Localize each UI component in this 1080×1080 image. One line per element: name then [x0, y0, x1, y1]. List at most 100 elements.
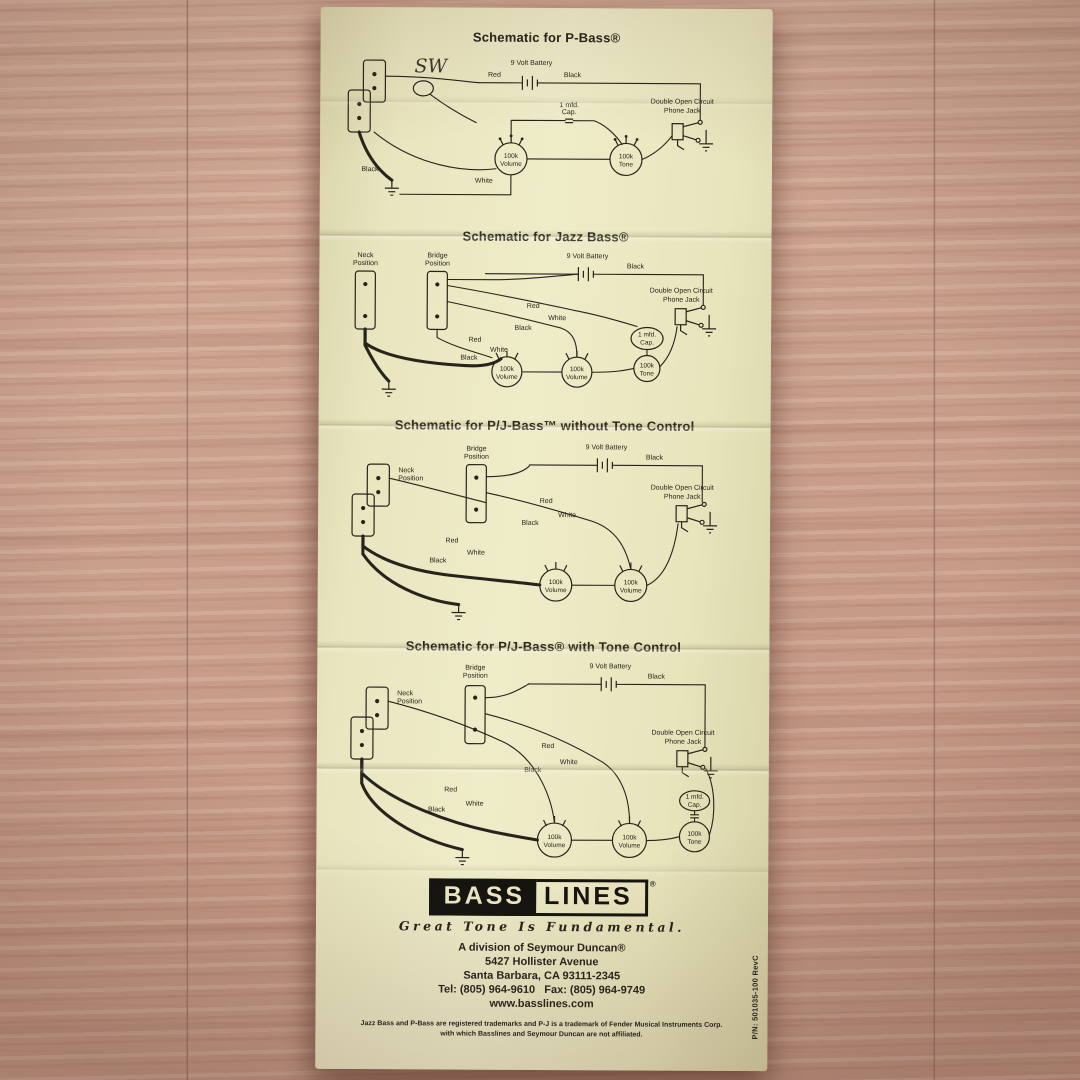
schematic-diagram-p-bass: SW 9 Volt Battery Red Black: [347, 55, 714, 196]
schematic-diagram-jazz-bass: Neck Position Bridge Position: [353, 252, 717, 397]
pot-label: Tone: [687, 839, 702, 846]
label-bridge: Bridge: [466, 446, 486, 453]
logo-lines-segment: LINES: [535, 878, 648, 917]
label-black: Black: [524, 767, 542, 774]
schematic-title: Schematic for Jazz Bass®: [462, 228, 629, 245]
pickup-p: [347, 59, 387, 133]
volume-pot-1: 100k Volume: [491, 350, 523, 388]
volume-pot-2: 100k Volume: [611, 816, 648, 859]
label-white: White: [560, 759, 578, 766]
pot-value: 100k: [687, 831, 702, 838]
address-line-website: www.basslines.com: [489, 997, 594, 1010]
section-pj-bass-with-tone: Schematic for P/J-Bass® with Tone Contro…: [322, 638, 763, 872]
label-black: Black: [428, 806, 446, 813]
volume-pot: 100k Volume: [494, 134, 528, 176]
instruction-sheet: Schematic for P-Bass® SW: [315, 6, 773, 1072]
pot-label: Volume: [619, 842, 641, 849]
pickup-p-neck: Neck Position: [351, 463, 423, 537]
label-white: White: [490, 347, 508, 354]
label-black: Black: [460, 355, 478, 362]
schematic-title: Schematic for P/J-Bass™ without Tone Con…: [394, 417, 695, 434]
ground-symbol: [451, 604, 466, 621]
ground-symbol: [703, 756, 718, 779]
label-white: White: [558, 512, 576, 519]
capacitor-symbol: 1 mfd. Cap.: [679, 790, 711, 823]
label-black: Black: [627, 263, 645, 270]
output-jack-symbol: [674, 304, 717, 337]
label-neck: Neck: [398, 467, 414, 474]
label-jack: Double Open Circuit: [651, 730, 714, 737]
volume-pot-1: 100k Volume: [539, 562, 573, 602]
handwritten-sw-text: SW: [414, 55, 448, 77]
schematic-diagram-pj-with-tone: Neck Position Bridge Position: [350, 663, 718, 866]
label-neck: Neck: [397, 690, 413, 697]
volume-pot-2: 100k Volume: [561, 351, 593, 388]
label-cap: Cap.: [688, 802, 702, 809]
label-black: Black: [515, 325, 533, 332]
label-neck: Neck: [357, 252, 373, 259]
wood-plank-seam: [186, 0, 189, 1080]
section-p-bass: Schematic for P-Bass® SW: [326, 29, 767, 218]
capacitor-symbol: 1 mfd. Cap.: [630, 326, 664, 357]
label-jack: Phone Jack: [664, 494, 701, 501]
output-jack-symbol: [671, 119, 714, 152]
label-cap: Cap.: [640, 340, 654, 347]
pot-value: 100k: [640, 362, 655, 369]
schematic-title: Schematic for P/J-Bass® with Tone Contro…: [405, 638, 682, 655]
label-white: White: [467, 550, 485, 557]
fineprint: Jazz Bass and P-Bass are registered trad…: [321, 1018, 761, 1040]
label-bridge: Position: [464, 454, 489, 461]
label-battery: 9 Volt Battery: [589, 663, 631, 670]
pot-value: 100k: [619, 153, 634, 160]
label-cap: 1 mfd.: [560, 102, 580, 109]
label-black: Black: [648, 674, 666, 681]
label-jack: Double Open Circuit: [650, 288, 713, 295]
volume-pot-1: 100k Volume: [536, 816, 573, 858]
label-red: Red: [541, 743, 554, 750]
label-bridge: Bridge: [465, 665, 485, 672]
label-black: Black: [361, 166, 379, 173]
pickup-bridge: Bridge Position: [464, 446, 489, 524]
pot-label: Volume: [545, 587, 567, 594]
pickup-bridge: Bridge Position: [425, 252, 450, 331]
pot-value: 100k: [504, 153, 519, 160]
pot-value: 100k: [500, 366, 515, 373]
label-black: Black: [646, 455, 664, 462]
label-red: Red: [488, 72, 501, 79]
label-bridge: Position: [463, 673, 488, 680]
section-jazz-bass: Schematic for Jazz Bass® Neck Position B…: [325, 228, 766, 409]
label-jack: Double Open Circuit: [651, 99, 714, 106]
label-neck: Position: [353, 260, 378, 267]
battery-symbol: 9 Volt Battery Black: [484, 253, 645, 282]
pot-value: 100k: [622, 834, 637, 841]
label-bridge: Bridge: [427, 252, 447, 259]
output-jack-symbol: [675, 501, 718, 534]
handwritten-sw-note: SW: [412, 55, 477, 124]
label-red: Red: [527, 303, 540, 310]
pot-label: Volume: [620, 587, 642, 594]
pot-value: 100k: [549, 579, 564, 586]
registered-mark: ®: [649, 879, 656, 889]
label-cap: 1 mfd.: [638, 331, 656, 338]
battery-symbol: 9 Volt Battery Black: [528, 444, 664, 473]
schematic-diagram-pj-no-tone: Neck Position Bridge Position: [351, 444, 718, 621]
label-white: White: [548, 315, 566, 322]
label-bridge: Position: [425, 260, 450, 267]
volume-pot-2: 100k Volume: [614, 562, 648, 603]
ground-symbol: [699, 129, 714, 152]
label-white: White: [466, 801, 484, 808]
output-jack-symbol: [676, 746, 718, 779]
label-battery: 9 Volt Battery: [586, 444, 628, 451]
label-jack: Phone Jack: [664, 108, 701, 115]
label-red: Red: [469, 337, 482, 344]
wires: [357, 75, 701, 196]
label-neck: Position: [397, 698, 422, 705]
ground-symbol: [703, 511, 718, 534]
pot-value: 100k: [570, 366, 585, 373]
label-neck: Position: [398, 475, 423, 482]
wires: [363, 273, 704, 383]
battery-symbol: 9 Volt Battery Black: [527, 663, 666, 692]
label-battery: 9 Volt Battery: [511, 60, 553, 67]
pickup-p-neck: Neck Position: [350, 686, 422, 760]
